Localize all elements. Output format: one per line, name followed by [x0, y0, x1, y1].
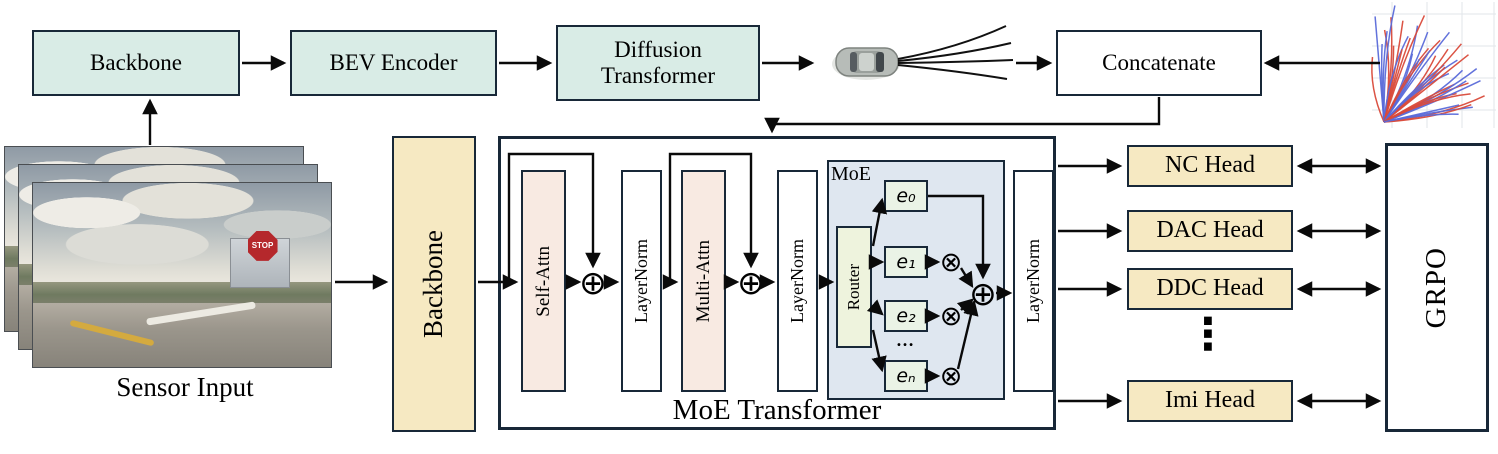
diffusion-transformer-box: Diffusion Transformer — [556, 25, 760, 101]
bev-encoder-label: BEV Encoder — [329, 49, 458, 75]
expert-e1-label: e₁ — [896, 251, 916, 273]
experts-ellipsis: … — [896, 330, 916, 350]
router-box: Router — [836, 226, 872, 348]
ddc-head-box: DDC Head — [1127, 268, 1293, 310]
residual-add-2-symbol: ⊕ — [737, 262, 765, 302]
ego-car-image — [820, 36, 906, 88]
bev-encoder-box: BEV Encoder — [290, 30, 497, 96]
backbone-vertical-box: Backbone — [392, 136, 476, 432]
dac-head-label: DAC Head — [1156, 217, 1264, 244]
expert-e1-box: e₁ — [884, 246, 928, 278]
expert-sum-symbol: ⊕ — [969, 273, 997, 313]
multiply-2-symbol: ⊗ — [939, 300, 963, 332]
concatenate-box: Concatenate — [1056, 30, 1262, 96]
heads-ellipsis: ⋮ — [1186, 309, 1230, 360]
self-attn-label: Self-Attn — [532, 245, 554, 317]
moe-transformer-label: MoE Transformer — [672, 394, 882, 426]
router-label: Router — [844, 263, 864, 311]
multiply-3-symbol: ⊗ — [939, 360, 963, 392]
backbone-box: Backbone — [32, 30, 240, 96]
ego-car-graphic — [832, 47, 900, 80]
imi-head-label: Imi Head — [1165, 387, 1255, 414]
expert-e0-box: e₀ — [884, 180, 928, 212]
layernorm-2-box: LayerNorm — [777, 170, 818, 392]
layernorm-3-box: LayerNorm — [1013, 170, 1054, 392]
layernorm-1-label: LayerNorm — [631, 239, 652, 323]
moe-block-label: MoE — [831, 163, 871, 185]
trajectory-fan-image — [1371, 2, 1496, 128]
backbone-label: Backbone — [90, 49, 182, 75]
ddc-head-label: DDC Head — [1156, 275, 1264, 302]
stop-sign: STOP — [247, 230, 278, 261]
sensor-input-label: Sensor Input — [116, 372, 254, 402]
expert-e0-label: e₀ — [896, 185, 916, 207]
backbone-vertical-label: Backbone — [418, 230, 449, 338]
stop-sign-label: STOP — [251, 241, 274, 251]
nc-head-box: NC Head — [1127, 145, 1293, 187]
diffusion-transformer-label: Diffusion Transformer — [600, 36, 716, 88]
multiply-1-symbol: ⊗ — [939, 246, 963, 278]
grpo-box: GRPO — [1385, 143, 1489, 432]
multi-attn-label: Multi-Attn — [692, 239, 714, 323]
expert-e2-box: e₂ — [884, 300, 928, 332]
nc-head-label: NC Head — [1165, 152, 1255, 179]
multi-attn-box: Multi-Attn — [681, 170, 726, 392]
sensor-photo-front: STOP — [32, 182, 332, 368]
expert-en-box: eₙ — [884, 360, 928, 392]
layernorm-2-label: LayerNorm — [787, 239, 808, 323]
grpo-label: GRPO — [1420, 246, 1453, 329]
dac-head-box: DAC Head — [1127, 210, 1293, 252]
imi-head-box: Imi Head — [1127, 380, 1293, 422]
expert-e2-label: e₂ — [896, 305, 916, 327]
self-attn-box: Self-Attn — [521, 170, 566, 392]
layernorm-3-label: LayerNorm — [1023, 239, 1044, 323]
residual-add-1-symbol: ⊕ — [579, 262, 607, 302]
concatenate-label: Concatenate — [1102, 49, 1216, 75]
expert-en-label: eₙ — [896, 365, 916, 387]
layernorm-1-box: LayerNorm — [621, 170, 662, 392]
